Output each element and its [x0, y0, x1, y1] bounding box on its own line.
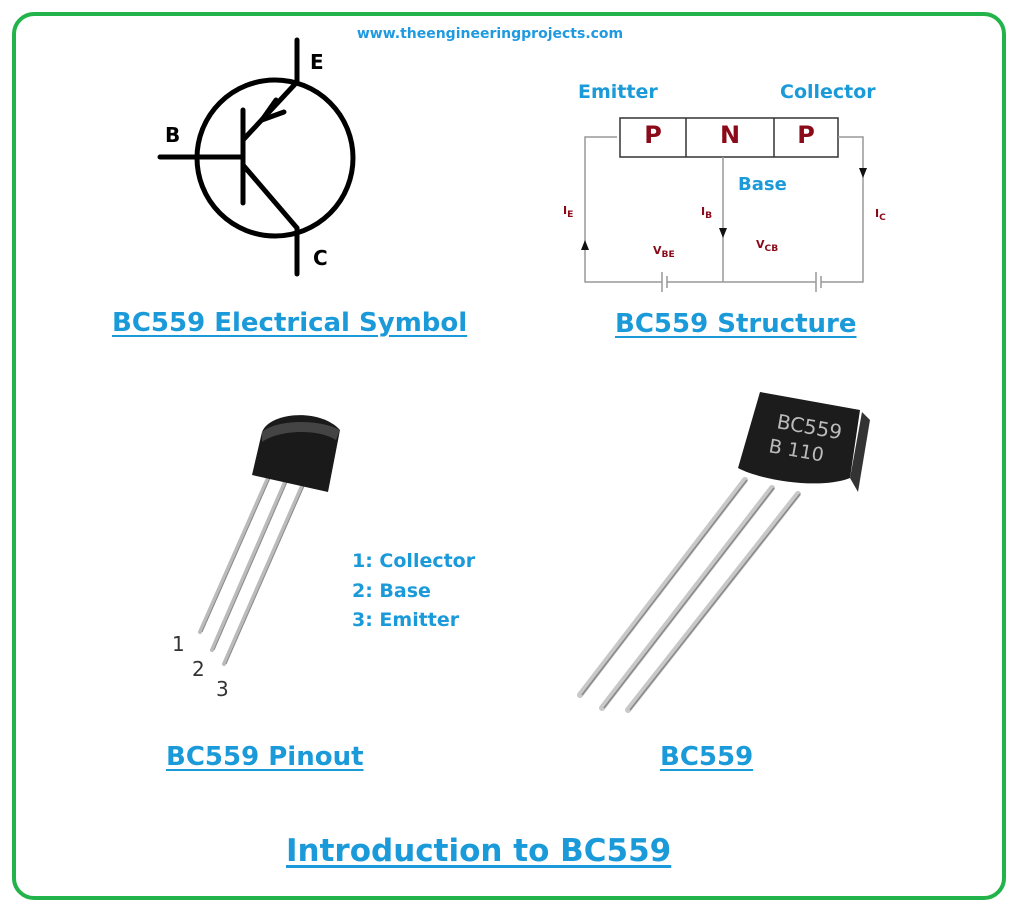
- pin-number-2: 2: [192, 657, 205, 681]
- pin-number-1: 1: [172, 632, 185, 656]
- pin-legend-1: 1: Collector: [352, 550, 476, 572]
- layer-p-emitter: P: [644, 121, 662, 149]
- pin-number-3: 3: [216, 677, 229, 701]
- pinout-photo: [198, 415, 340, 666]
- structure-caption: BC559 Structure: [615, 309, 857, 339]
- pin-label-e: E: [310, 50, 324, 74]
- ib-arrow-icon: [719, 228, 727, 238]
- vcb-label: VCB: [756, 238, 779, 255]
- pinout-caption: BC559 Pinout: [166, 742, 364, 772]
- pin-legend-3: 3: Emitter: [352, 609, 460, 631]
- photo-caption: BC559: [660, 742, 754, 772]
- green-frame: [12, 12, 1006, 900]
- collector-label: Collector: [780, 81, 876, 103]
- layer-n-base: N: [719, 121, 741, 149]
- ie-arrow-icon: [581, 240, 589, 250]
- pin-legend-2: 2: Base: [352, 580, 431, 602]
- ib-label: IB: [701, 205, 713, 222]
- pin-label-b: B: [165, 123, 181, 147]
- symbol-caption: BC559 Electrical Symbol: [112, 308, 468, 338]
- base-label: Base: [738, 174, 787, 195]
- layer-p-collector: P: [797, 121, 815, 149]
- ic-arrow-icon: [859, 168, 867, 178]
- page-title: Introduction to BC559: [286, 833, 672, 869]
- ic-label: IC: [875, 207, 886, 224]
- website-url: www.theengineeringprojects.com: [356, 26, 624, 42]
- bc559-photo: BC559 B 110: [577, 392, 870, 713]
- pin-label-c: C: [313, 246, 328, 270]
- ie-label: IE: [563, 204, 574, 221]
- emitter-label: Emitter: [578, 81, 658, 103]
- emitter-arrow-icon: [255, 97, 287, 126]
- circuit-wires: [584, 136, 864, 292]
- vbe-label: VBE: [653, 244, 675, 261]
- collector-line: [240, 162, 300, 231]
